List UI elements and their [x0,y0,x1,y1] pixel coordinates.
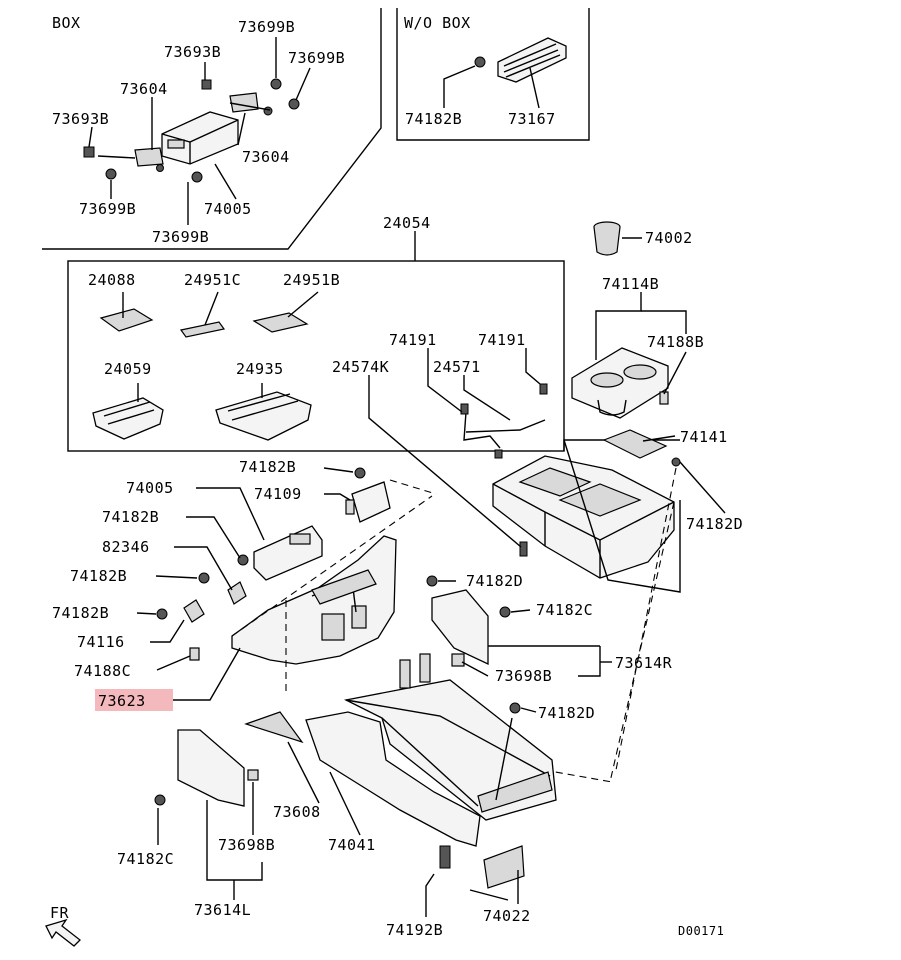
part-label: 74191 [389,331,437,349]
part-label: 74109 [254,485,302,503]
part-label: 74182C [536,601,593,619]
wo-box-group-label: W/O BOX [404,14,471,32]
part-label: 74182B [52,604,109,622]
console-leaders [136,467,677,783]
part-label: 24935 [236,360,284,378]
part-label: 73614R [615,654,673,672]
group-labels: BOX W/O BOX FR D00171 [50,14,724,938]
part-label: 24951C [184,271,241,289]
part-label: 74002 [645,229,693,247]
part-labels: 73699B 73693B 73699B 73604 73693B 73604 … [52,18,743,939]
harness-kit-parts [92,291,319,441]
part-label: 74041 [328,836,376,854]
part-label: 73698B [495,667,552,685]
part-label: 74182C [117,850,174,868]
part-label: 74188B [647,333,704,351]
front-direction-label: FR [50,904,70,922]
highlight-73623 [95,689,173,711]
part-label: 74116 [77,633,125,651]
wo-box-inset-parts [443,37,567,109]
box-inset-parts [83,78,300,183]
part-label: 74182B [102,508,159,526]
part-label: 74005 [126,479,174,497]
part-label: 73698B [218,836,275,854]
part-label: 73604 [242,148,290,166]
part-label: 24059 [104,360,152,378]
part-label: 73604 [120,80,168,98]
part-label: 24574K [332,358,389,376]
part-label: 73608 [273,803,321,821]
part-label: 74182D [466,572,523,590]
part-label: 73693B [164,43,221,61]
console-parts [156,467,511,667]
diagram-code: D00171 [678,924,724,938]
part-label: 73167 [508,110,556,128]
part-label: 74188C [74,662,131,680]
part-label: 73699B [238,18,295,36]
part-label: 24054 [383,214,431,232]
part-label: 24571 [433,358,481,376]
lower-console-parts [154,653,557,889]
front-arrow-icon [45,918,81,947]
part-label: 73699B [152,228,209,246]
part-label: 24951B [283,271,340,289]
cup-holder-parts [460,221,681,579]
lower-console-leaders [157,707,537,917]
part-label: 74022 [483,907,531,925]
part-label: 73614L [194,901,251,919]
part-label: 74182D [538,704,595,722]
part-label: 74192B [386,921,443,939]
part-label: 73699B [79,200,136,218]
part-label: 74182B [239,458,296,476]
part-label: 74114B [602,275,659,293]
part-label: 74141 [680,428,728,446]
part-label: 74182B [70,567,127,585]
part-label: 73699B [288,49,345,67]
part-label-highlighted: 73623 [98,692,146,710]
part-label: 24088 [88,271,136,289]
part-label: 82346 [102,538,150,556]
part-label: 74005 [204,200,252,218]
box-group-label: BOX [52,14,81,32]
part-label: 73693B [52,110,109,128]
box-leader-lines [88,37,311,225]
cup-holder-leaders [368,237,726,593]
part-label: 74182B [405,110,462,128]
part-label: 74191 [478,331,526,349]
part-label: 74182D [686,515,743,533]
